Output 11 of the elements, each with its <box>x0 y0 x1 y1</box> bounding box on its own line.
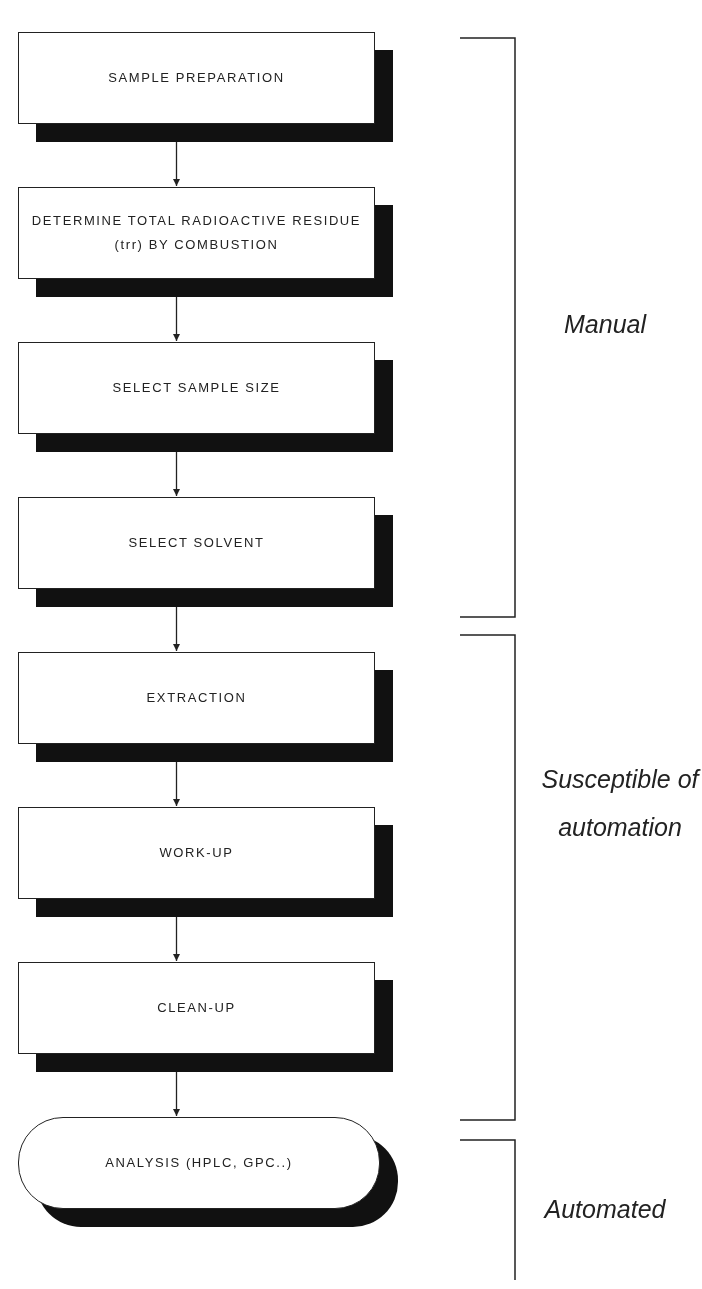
node-text: SELECT SAMPLE SIZE <box>112 379 281 397</box>
node-text: ANALYSIS (HPLC, GPC..) <box>105 1154 293 1172</box>
phase-label: Manual <box>563 309 648 340</box>
node-text: WORK-UP <box>159 844 234 862</box>
phase-label: Susceptible of automation <box>540 764 702 843</box>
phase-label: Automated <box>542 1194 667 1225</box>
node-text: CLEAN-UP <box>157 999 236 1017</box>
node-text: SELECT SOLVENT <box>128 534 265 552</box>
node-text: SAMPLE PREPARATION <box>108 69 285 87</box>
node-text: DETERMINE TOTAL RADIOACTIVE RESIDUE (trr) BY COMBUSTION <box>30 212 363 254</box>
node-text: EXTRACTION <box>146 689 247 707</box>
